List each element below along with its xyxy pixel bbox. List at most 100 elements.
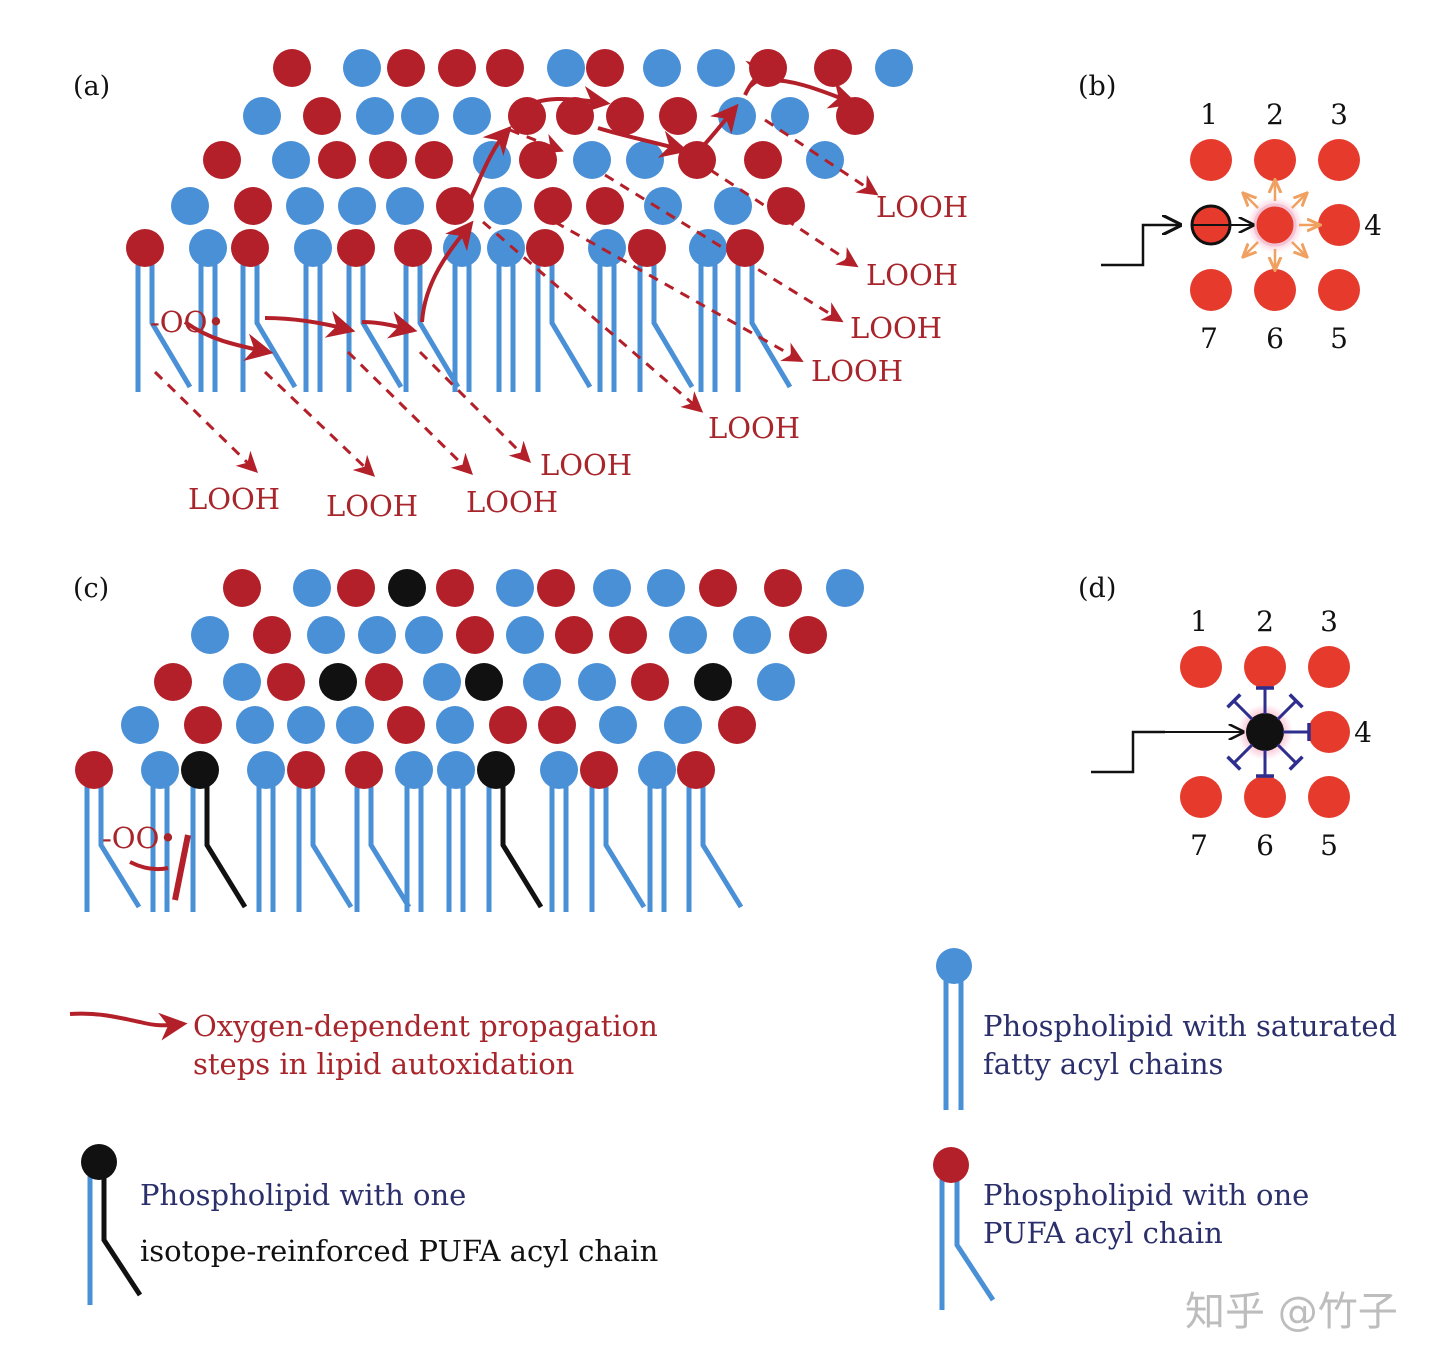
saturated-head <box>171 187 209 225</box>
looh-formation-arrow <box>263 370 376 477</box>
pufa-head <box>223 569 261 607</box>
position-number: 4 <box>1364 209 1382 242</box>
neighbor-lipid-head <box>1308 646 1350 688</box>
panel-c-heads <box>75 569 864 789</box>
looh-label: LOOH <box>708 411 800 445</box>
panel-c: (c) -OO• <box>73 569 864 912</box>
pufa-head <box>394 229 432 267</box>
pufa-head <box>337 229 375 267</box>
position-number: 5 <box>1320 829 1338 862</box>
saturated-head <box>293 569 331 607</box>
panel-d-label: (d) <box>1078 573 1116 604</box>
saturated-head <box>223 663 261 701</box>
pufa-head <box>438 49 476 87</box>
position-number: 7 <box>1200 322 1218 355</box>
propagation-arrow <box>361 311 418 339</box>
propagation-arrow <box>420 220 474 323</box>
saturated-head <box>599 706 637 744</box>
looh-label: LOOH <box>540 448 632 482</box>
looh-formation-arrow <box>482 220 704 413</box>
pufa-head <box>287 751 325 789</box>
pufa-head <box>606 97 644 135</box>
saturated-head <box>643 49 681 87</box>
pufa-head <box>345 751 383 789</box>
inhibition-stem <box>1232 699 1254 721</box>
saturated-head <box>506 616 544 654</box>
looh-label: LOOH <box>188 482 280 516</box>
saturated-head <box>358 616 396 654</box>
incoming-path-arrow <box>1091 730 1165 774</box>
pufa-head <box>836 97 874 135</box>
pufa-acyl-chain <box>254 248 298 389</box>
pufa-phospholipid-icon <box>933 1147 996 1310</box>
center-reinforced-head <box>1246 713 1284 751</box>
reinforced-head <box>181 751 219 789</box>
pufa-head <box>586 187 624 225</box>
pufa-head <box>387 49 425 87</box>
pufa-head <box>744 141 782 179</box>
position-number: 1 <box>1190 605 1208 638</box>
neighbor-lipid-head <box>1318 139 1360 181</box>
saturated-head <box>647 569 685 607</box>
pufa-head <box>415 141 453 179</box>
legend-saturated-line2: fatty acyl chains <box>983 1047 1223 1081</box>
radical-transfer-arrow <box>1291 241 1306 256</box>
pufa-acyl-chain <box>549 248 593 389</box>
pufa-acyl-chain <box>603 770 647 909</box>
saturated-head <box>669 616 707 654</box>
saturated-head <box>405 616 443 654</box>
propagation-arrow <box>518 85 611 114</box>
pufa-acyl-chain <box>700 770 744 909</box>
radical-transfer-arrow <box>1244 194 1259 209</box>
reinforced-head <box>465 663 503 701</box>
position-number: 2 <box>1256 605 1274 638</box>
reinforced-head <box>694 663 732 701</box>
saturated-head <box>487 229 525 267</box>
saturated-head <box>437 751 475 789</box>
saturated-head <box>436 706 474 744</box>
saturated-head <box>141 751 179 789</box>
legend-pufa: Phospholipid with one PUFA acyl chain <box>933 1147 1309 1310</box>
saturated-head <box>243 97 281 135</box>
saturated-head <box>189 229 227 267</box>
pufa-head <box>580 751 618 789</box>
incoming-path-arrow <box>1101 225 1180 267</box>
panel-a-propagation-arrows <box>153 60 879 477</box>
saturated-head <box>578 663 616 701</box>
panel-a-chains <box>135 248 793 392</box>
pufa-head <box>538 706 576 744</box>
looh-label: LOOH <box>466 485 558 519</box>
pufa-head <box>537 569 575 607</box>
position-number: 6 <box>1256 829 1274 862</box>
pufa-head <box>659 97 697 135</box>
reinforced-acyl-chain <box>204 770 248 909</box>
neighbor-lipid-head <box>1308 776 1350 818</box>
reinforced-acyl-chain <box>500 770 544 909</box>
legend-saturated-line1: Phospholipid with saturated <box>983 1009 1397 1043</box>
saturated-head <box>423 663 461 701</box>
legend-reinforced: Phospholipid with one isotope-reinforced… <box>81 1144 658 1305</box>
pufa-head <box>456 616 494 654</box>
pufa-head <box>184 706 222 744</box>
panel-b-label: (b) <box>1078 71 1116 102</box>
legend: Oxygen-dependent propagation steps in li… <box>69 948 1397 1310</box>
saturated-head <box>689 229 727 267</box>
looh-formation-arrow <box>509 128 564 154</box>
center-pufa-head <box>1253 203 1297 247</box>
looh-label: LOOH <box>866 258 958 292</box>
pufa-head <box>387 706 425 744</box>
pufa-head <box>726 229 764 267</box>
reinforced-head <box>319 663 357 701</box>
saturated-head <box>307 616 345 654</box>
radical-transfer-arrow <box>1244 241 1259 256</box>
pufa-acyl-chain <box>310 770 354 909</box>
looh-label: LOOH <box>850 311 942 345</box>
saturated-head <box>638 751 676 789</box>
looh-formation-arrow <box>554 220 804 363</box>
pufa-head <box>75 751 113 789</box>
saturated-head <box>588 229 626 267</box>
pufa-head <box>609 616 647 654</box>
